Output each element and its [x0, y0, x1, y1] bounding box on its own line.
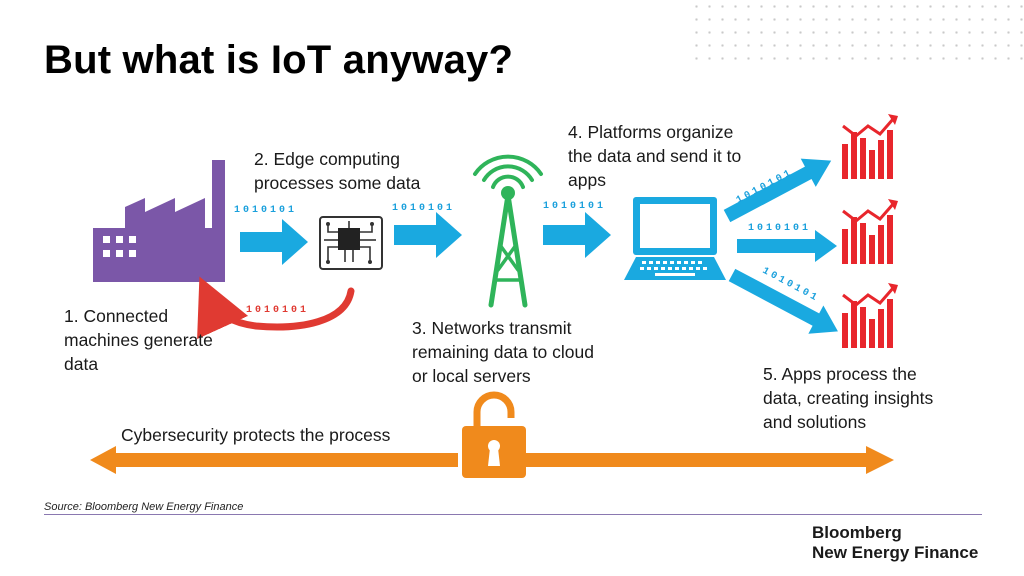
step-4-label: 4. Platforms organize the data and send …: [568, 122, 742, 190]
brand-logo-text: Bloomberg New Energy Finance: [812, 523, 979, 562]
step-2-label: 2. Edge computing processes some data: [254, 149, 421, 193]
arrow-to-app-middle: [737, 230, 837, 262]
binary-label-feedback: 1010101: [246, 305, 309, 316]
security-label: Cybersecurity protects the process: [121, 425, 391, 445]
bar-chart-icon: [842, 283, 898, 348]
source-note: Source: Bloomberg New Energy Finance: [44, 501, 244, 513]
security-arrow: [90, 446, 894, 474]
feedback-arrow: [197, 276, 355, 340]
binary-label-1: 1010101: [234, 205, 297, 216]
footer-divider: [44, 514, 982, 515]
arrow-network-to-platform: [543, 212, 611, 258]
binary-label-3: 1010101: [543, 201, 606, 212]
step-3-label: 3. Networks transmit remaining data to c…: [412, 318, 594, 386]
arrows-platform-to-apps: [723, 158, 838, 334]
bar-chart-icon: [842, 199, 898, 264]
dot-pattern-decoration: [690, 0, 1024, 70]
laptop-icon: [624, 197, 726, 280]
arrow-to-app-top: [723, 158, 832, 223]
binary-label-app-middle: 1010101: [748, 223, 811, 234]
padlock-icon: [462, 391, 526, 478]
antenna-tower-icon: [473, 154, 543, 308]
binary-label-2: 1010101: [392, 203, 455, 214]
step-1-label: 1. Connected machines generate data: [64, 306, 213, 374]
arrow-edge-to-network: [394, 212, 462, 258]
factory-icon: [93, 160, 225, 282]
page-title: But what is IoT anyway?: [44, 38, 514, 82]
arrow-factory-to-edge: [240, 219, 308, 265]
chip-icon: [319, 216, 383, 270]
step-5-label: 5. Apps process the data, creating insig…: [763, 364, 934, 432]
arrow-to-app-bottom: [728, 268, 838, 334]
bar-chart-icon: [842, 114, 898, 179]
